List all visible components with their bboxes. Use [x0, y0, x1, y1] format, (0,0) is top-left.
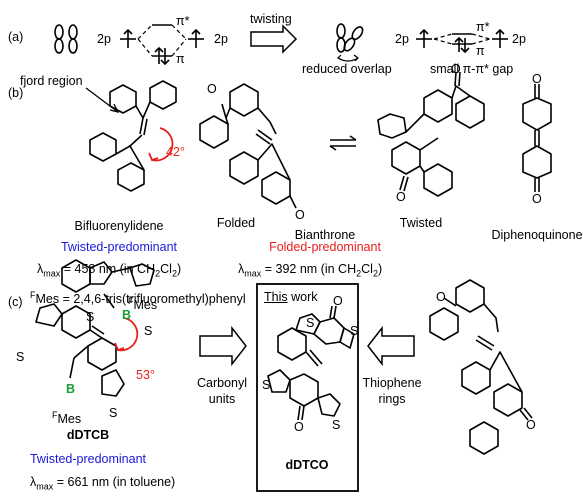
dpq-o-atom: O — [532, 72, 542, 86]
bf-conformation: Twisted-predominant — [60, 240, 178, 254]
this-work-box — [256, 283, 359, 492]
fjord-region-label: fjord region — [20, 74, 83, 88]
carbonyl-units-label: Carbonyl — [196, 376, 248, 390]
folded-o-atom: O — [207, 82, 217, 96]
reduced-overlap-label: reduced overlap — [302, 62, 392, 76]
dtco-s-atom: S — [306, 316, 315, 330]
pi-label: π — [176, 52, 185, 66]
panel-a-label: (a) — [8, 30, 24, 44]
dtco-name: dDTCO — [285, 458, 329, 472]
dtcb-conformation: Twisted-predominant — [29, 452, 147, 466]
mo-diagram-left — [120, 24, 204, 65]
dtcb-fmes-label: FMes — [128, 296, 158, 313]
thiophene-arrow-icon — [367, 325, 415, 367]
pi-star-label: π* — [176, 14, 190, 28]
twisting-arrow-icon — [250, 24, 298, 54]
thiophene-rings-label: Thiophene — [362, 376, 422, 390]
twisting-label: twisting — [250, 12, 292, 26]
dtco-o-atom: O — [333, 294, 343, 308]
dtco-s-atom: S — [350, 324, 359, 338]
dtco-s-atom: S — [262, 378, 271, 392]
dtcb-fmes-label: FMes — [52, 410, 82, 427]
twisted-o-atom: O — [396, 190, 406, 204]
bianthrone-o-atom: O — [526, 418, 536, 432]
dtco-o-atom: O — [294, 420, 304, 434]
diphenoquinone-structure — [522, 84, 552, 192]
dtcb-s-atom: S — [109, 406, 118, 420]
folded-label: Folded — [216, 216, 256, 230]
orbital-2p-label: 2p — [512, 32, 526, 46]
bianthrone-twisted-structure — [377, 71, 485, 197]
dtcb-s-atom: S — [86, 310, 95, 324]
bianthrone-o-atom: O — [436, 290, 446, 304]
panel-c-label: (c) — [8, 295, 23, 309]
ba-lambda-max: λmax = 392 nm (in CH2Cl2) — [238, 262, 383, 279]
dtcb-b-atom: B — [122, 308, 132, 322]
orbital-2p-label: 2p — [97, 32, 111, 46]
bf-lambda-max: λmax = 458 nm (in CH2Cl2) — [37, 262, 182, 279]
dpq-o-atom: O — [532, 192, 542, 206]
equilibrium-arrows-icon — [329, 135, 357, 151]
ba-conformation: Folded-predominant — [269, 240, 381, 254]
small-gap-label: small π-π* gap — [430, 62, 514, 76]
dtcb-s-atom: S — [144, 324, 153, 338]
twisted-o-atom: O — [451, 62, 461, 76]
dtcb-name: dDTCB — [66, 428, 110, 442]
orbital-2p-label: 2p — [395, 32, 409, 46]
this-work-label: This work — [264, 290, 318, 304]
dtcb-structure — [35, 259, 155, 397]
dtco-s-atom: S — [332, 418, 341, 432]
fmes-definition: FMes = 2,4,6-tris(trifluoromethyl)phenyl — [30, 290, 246, 307]
thiophene-rings-label: rings — [378, 392, 406, 406]
dtcb-b-atom: B — [66, 382, 76, 396]
bianthrone-name: Bianthrone — [294, 228, 356, 242]
orbital-2p-label: 2p — [214, 32, 228, 46]
pi-star-label: π* — [476, 20, 490, 34]
twisted-orbital-icon — [336, 23, 364, 62]
carbonyl-units-label: units — [208, 392, 236, 406]
bianthrone-right-structure — [429, 279, 533, 455]
panel-b-label: (b) — [8, 86, 24, 100]
p-orbital-pair-icon — [54, 24, 78, 54]
dtcb-lambda-max: λmax = 661 nm (in toluene) — [30, 475, 176, 492]
dtco-structure — [267, 305, 355, 421]
bifluorenylidene-name: Bifluorenylidene — [74, 219, 164, 233]
carbonyl-arrow-icon — [199, 325, 247, 367]
bifluorenylidene-structure — [85, 80, 177, 192]
folded-o-atom: O — [295, 208, 305, 222]
dtcb-s-atom: S — [16, 350, 25, 364]
pi-label: π — [476, 44, 485, 58]
bf-angle-label: 42° — [166, 145, 185, 159]
dtcb-angle-label: 53° — [136, 368, 155, 382]
twisted-label: Twisted — [399, 216, 443, 230]
mo-diagram-right — [416, 29, 508, 53]
diphenoquinone-name: Diphenoquinone — [491, 228, 583, 242]
bianthrone-folded-structure — [199, 83, 297, 209]
